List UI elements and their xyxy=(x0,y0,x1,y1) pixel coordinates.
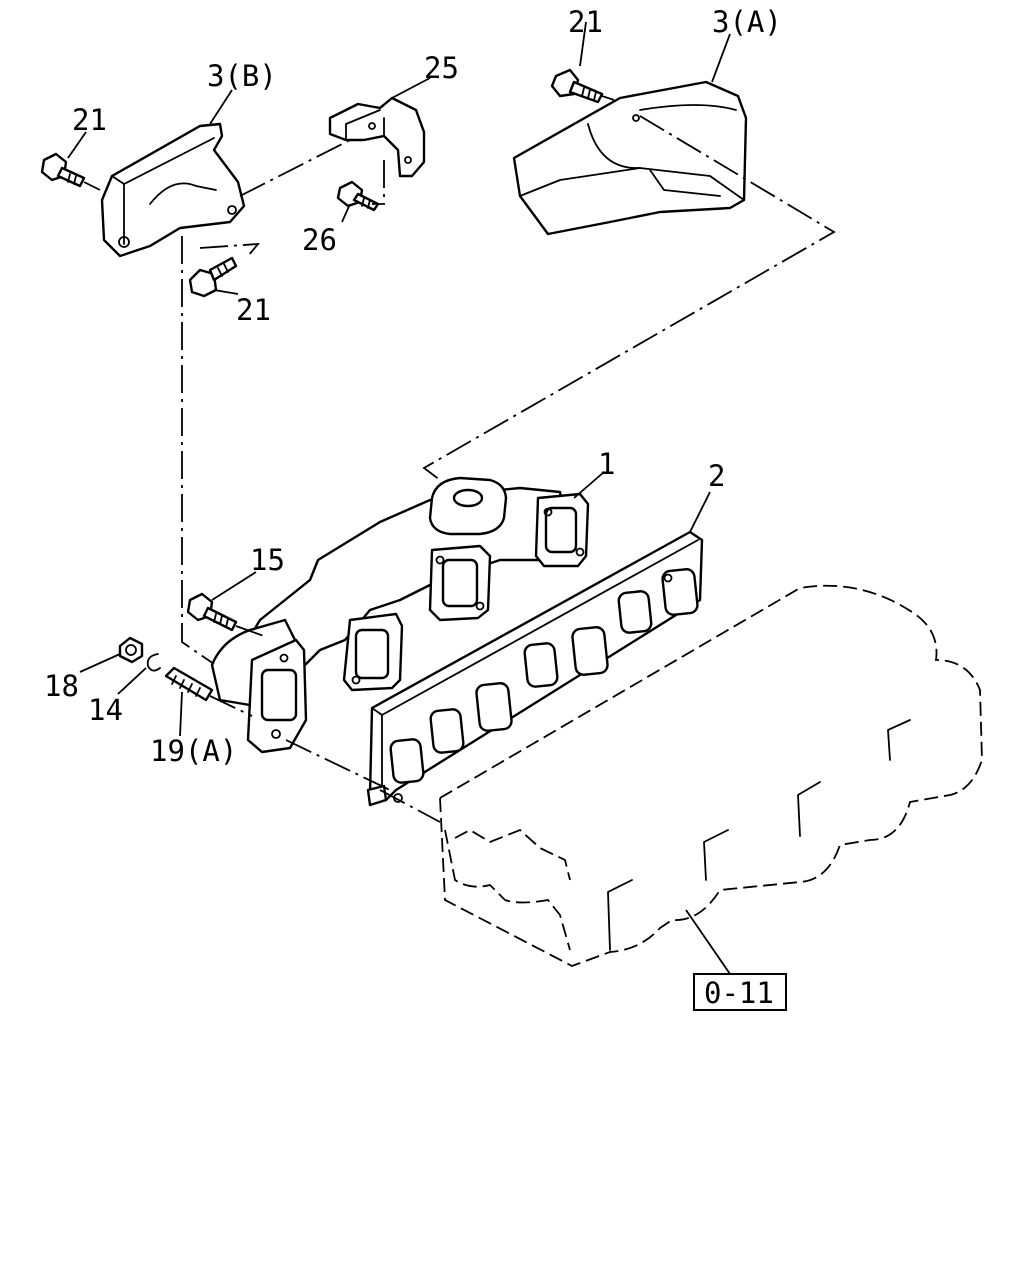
reference-box[interactable]: 0-11 xyxy=(693,973,787,1011)
callout-3b: 3(B) xyxy=(207,59,277,93)
callout-21-left: 21 xyxy=(72,103,107,137)
callout-18: 18 xyxy=(44,669,79,703)
callout-21-top: 21 xyxy=(568,5,603,39)
exhaust-manifold xyxy=(210,476,590,754)
reference-label: 0-11 xyxy=(704,976,774,1010)
callout-25: 25 xyxy=(424,51,459,85)
callout-3a: 3(A) xyxy=(712,5,782,39)
manifold-gasket xyxy=(366,530,704,807)
heat-shield-a xyxy=(512,80,748,236)
nut-18 xyxy=(118,636,144,664)
washer-14 xyxy=(146,653,161,672)
bolt-26 xyxy=(336,180,380,212)
assembly-lines xyxy=(83,95,836,823)
leader-lines xyxy=(67,21,731,975)
callout-15: 15 xyxy=(250,543,285,577)
cylinder-head-phantom xyxy=(439,584,983,967)
callout-26: 26 xyxy=(302,223,337,257)
callout-21-mid: 21 xyxy=(236,293,271,327)
callout-2: 2 xyxy=(708,459,725,493)
bolt-21-top xyxy=(550,68,604,104)
callout-14: 14 xyxy=(88,693,123,727)
bolt-21-left xyxy=(40,152,86,188)
bolt-21-mid xyxy=(188,256,238,298)
heat-shield-b xyxy=(100,122,246,258)
stud-19a xyxy=(164,666,214,702)
callout-labels: 1 2 3(A) 3(B) 14 15 18 19(A) 21 21 21 25… xyxy=(44,5,782,768)
callout-19a: 19(A) xyxy=(150,734,237,768)
bracket-25 xyxy=(328,96,426,178)
callout-1: 1 xyxy=(598,447,615,481)
bolt-15 xyxy=(186,592,238,632)
